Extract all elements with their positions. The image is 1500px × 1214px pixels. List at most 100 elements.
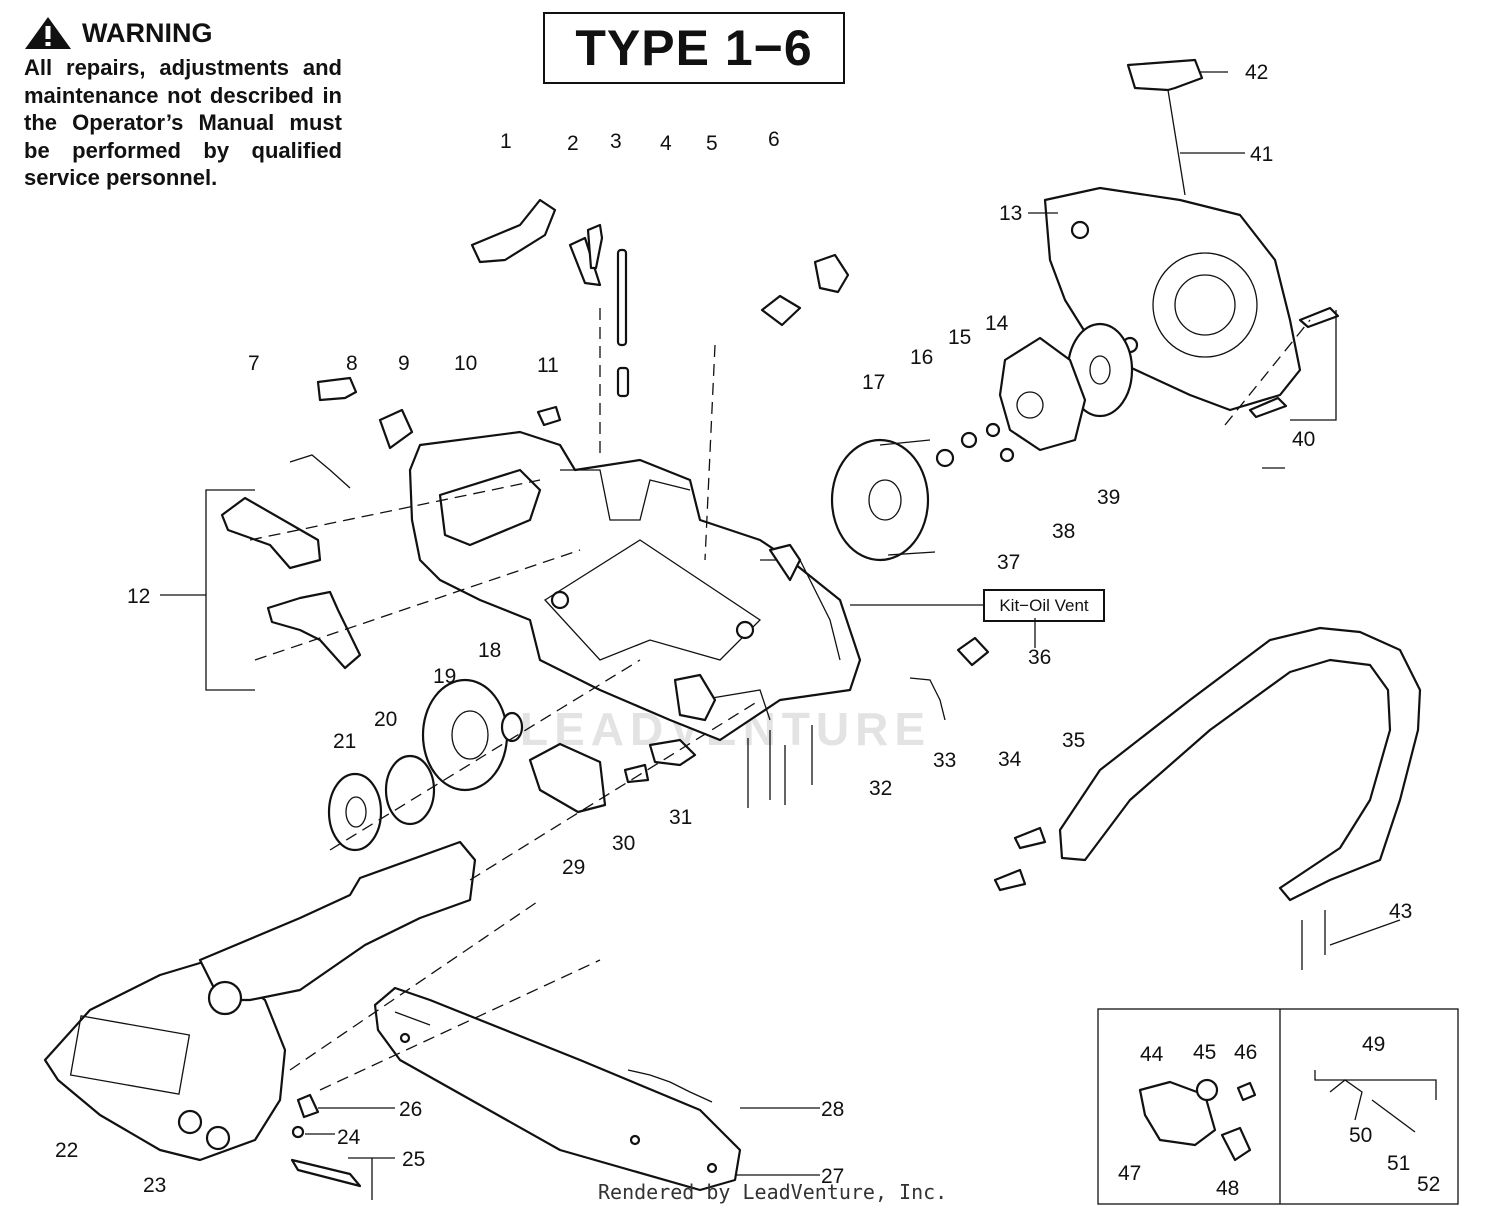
callout-36: 36 [1028, 646, 1051, 669]
plate-20 [384, 754, 436, 826]
tube-51 [1371, 1099, 1416, 1133]
callout-30: 30 [612, 832, 635, 855]
screw-30 [623, 763, 650, 784]
throttle-lever [470, 198, 557, 264]
callout-41: 41 [1250, 143, 1273, 166]
dashed-alignment-lines [249, 308, 1311, 1091]
callout-48: 48 [1216, 1177, 1239, 1200]
callout-28: 28 [821, 1098, 844, 1121]
lockout-12a [220, 496, 322, 570]
callout-6: 6 [768, 128, 780, 151]
warning-heading-row: WARNING [24, 16, 342, 50]
spring-24 [291, 1125, 305, 1139]
callout-17: 17 [862, 371, 885, 394]
callout-5: 5 [706, 132, 718, 155]
callout-16: 16 [910, 346, 933, 369]
callout-46: 46 [1234, 1041, 1257, 1064]
trigger-8 [316, 376, 358, 402]
callout-27: 27 [821, 1165, 844, 1188]
callout-33: 33 [933, 749, 956, 772]
part-9 [378, 408, 414, 450]
callout-31: 31 [669, 806, 692, 829]
starter-housing [1043, 186, 1302, 412]
brake-lever [198, 840, 477, 1002]
part-48 [1220, 1126, 1252, 1162]
callout-11: 11 [537, 354, 559, 377]
oil-pump-44 [1138, 1080, 1217, 1147]
callout-39: 39 [1097, 486, 1120, 509]
crankcase-body [408, 430, 862, 742]
rod-4 [616, 248, 628, 347]
warning-heading: WARNING [82, 17, 213, 48]
callout-21: 21 [333, 730, 356, 753]
screw-40a [1298, 306, 1340, 329]
callout-10: 10 [454, 352, 477, 375]
bolts-32 [747, 725, 813, 808]
callout-1: 1 [500, 130, 512, 153]
screw-34b [993, 868, 1027, 892]
saw-chain [627, 1069, 713, 1103]
warning-text: All repairs, adjustments and maintenance… [24, 55, 342, 190]
callout-14: 14 [985, 312, 1009, 335]
callout-9: 9 [398, 352, 410, 375]
callout-26: 26 [399, 1098, 422, 1121]
spring-7 [289, 454, 351, 489]
callout-numbers: 1 2 3 4 5 6 7 8 9 10 11 12 13 14 15 16 1… [55, 61, 1440, 1200]
callout-7: 7 [248, 352, 260, 375]
callout-13: 13 [999, 202, 1022, 225]
washer-18 [500, 711, 524, 743]
bushing-5 [616, 366, 630, 398]
part-46 [1236, 1081, 1257, 1102]
plate-29 [528, 742, 607, 814]
lockout-12b [266, 590, 362, 670]
hose-50 [1329, 1079, 1363, 1121]
spring-45 [1195, 1078, 1219, 1102]
warning-notice: WARNING All repairs, adjustments and mai… [24, 16, 342, 192]
callout-44: 44 [1140, 1043, 1164, 1066]
callout-29: 29 [562, 856, 585, 879]
callout-43: 43 [1389, 900, 1412, 923]
washer-16 [935, 448, 955, 468]
callout-40: 40 [1292, 428, 1315, 451]
callout-34: 34 [998, 748, 1022, 771]
front-handle [1058, 626, 1422, 902]
callout-47: 47 [1118, 1162, 1141, 1185]
starter-grip [1126, 58, 1204, 196]
hose-33 [909, 677, 946, 721]
kit-oil-vent-label: Kit−Oil Vent [983, 589, 1105, 622]
callout-3: 3 [610, 130, 622, 153]
callout-20: 20 [374, 708, 397, 731]
flywheel [830, 438, 936, 562]
clutch-drum [421, 678, 509, 792]
screw-34a [1013, 826, 1047, 850]
ignition-module [998, 336, 1087, 452]
callout-32: 32 [869, 777, 892, 800]
callout-8: 8 [346, 352, 358, 375]
callout-50: 50 [1349, 1124, 1372, 1147]
callout-25: 25 [402, 1148, 425, 1171]
callout-12: 12 [127, 585, 150, 608]
callout-51: 51 [1387, 1152, 1410, 1175]
washer-37 [999, 447, 1015, 463]
callout-22: 22 [55, 1139, 78, 1162]
screw-25 [290, 1158, 362, 1188]
callout-4: 4 [660, 132, 672, 155]
nut-15 [960, 431, 978, 449]
callout-18: 18 [478, 639, 501, 662]
clutch-21 [327, 772, 383, 852]
washer-14 [985, 422, 1001, 438]
callout-52: 52 [1417, 1173, 1440, 1196]
callout-42: 42 [1245, 61, 1268, 84]
spring-2 [568, 236, 602, 287]
callout-15: 15 [948, 326, 971, 349]
inset-frame [1097, 1008, 1459, 1205]
pin-3 [586, 223, 604, 270]
callout-24: 24 [337, 1126, 361, 1149]
part-11 [536, 405, 562, 427]
type-title: TYPE 1−6 [543, 12, 845, 84]
callout-35: 35 [1062, 729, 1085, 752]
callout-2: 2 [567, 132, 579, 155]
callout-23: 23 [143, 1174, 166, 1197]
